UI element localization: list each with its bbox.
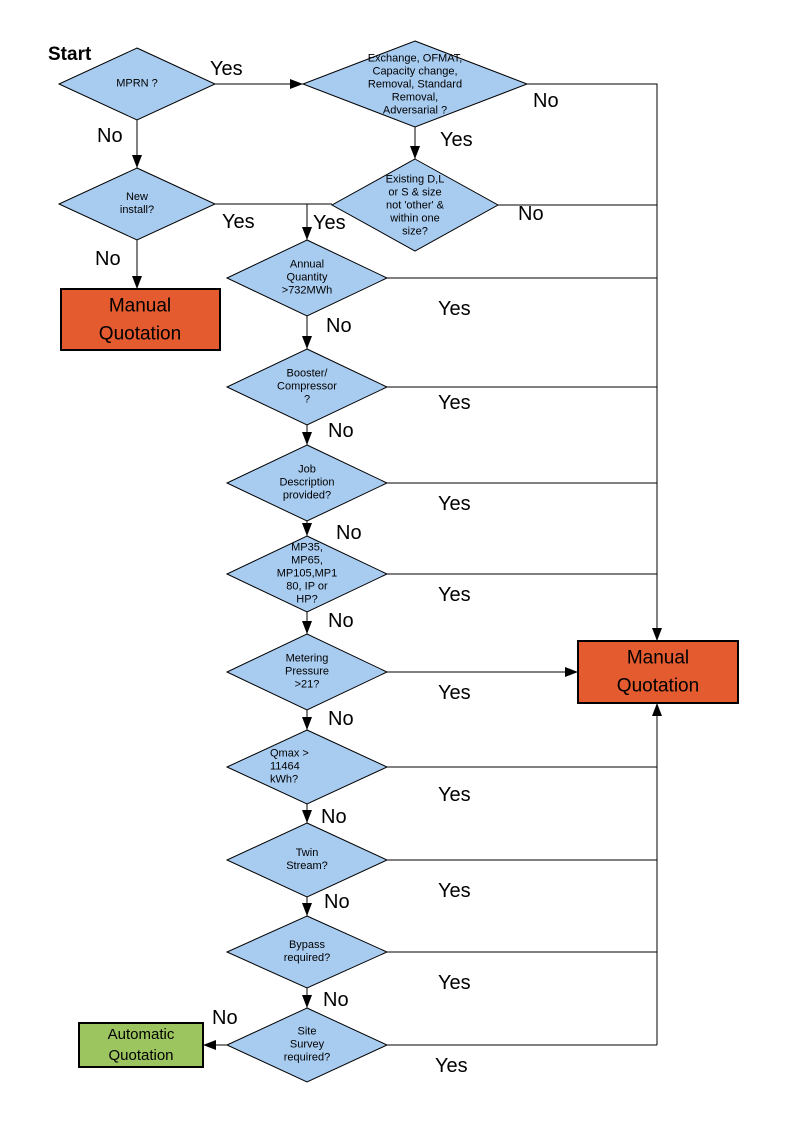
branch-yes-site-survey: Yes [435, 1055, 468, 1077]
decision-job-description-shape [225, 444, 389, 522]
decision-twin-stream-label: Twin Stream? [286, 847, 328, 872]
branch-yes-mp35: Yes [438, 584, 471, 606]
decision-booster-label: Booster/ Compressor ? [277, 367, 337, 406]
branch-no-new-install: No [95, 248, 121, 270]
branch-yes-annual: Yes [438, 298, 471, 320]
branch-yes-existing: Yes [313, 212, 346, 234]
decision-new-install-label: New install? [119, 191, 155, 216]
branch-no-site-survey: No [212, 1007, 238, 1029]
decision-booster-shape [225, 348, 389, 426]
automatic-quotation-label: Automatic Quotation [107, 1026, 175, 1064]
decision-existing-label: Existing D,L or S & size not 'other' & w… [385, 173, 445, 238]
decision-mprn-label: MPRN ? [116, 77, 158, 90]
branch-yes-job: Yes [438, 493, 471, 515]
branch-no-twin: No [324, 891, 350, 913]
decision-twin-stream-shape [225, 822, 389, 898]
branch-yes-qmax: Yes [438, 784, 471, 806]
branch-yes-new-install: Yes [222, 211, 255, 233]
branch-yes-exchange: Yes [440, 129, 473, 151]
decision-qmax-label: Qmax > 11464 kWh? [270, 747, 309, 786]
decision-annual-quantity-label: Annual Quantity >732MWh [281, 258, 333, 297]
edge-exchange-no [527, 83, 662, 641]
manual-quotation-right-shape [577, 640, 739, 704]
decision-qmax-shape [225, 729, 389, 805]
branch-no-booster: No [328, 420, 354, 442]
decision-metering-pressure-label: Metering Pressure >21? [284, 652, 330, 691]
branch-no-annual: No [326, 315, 352, 337]
decision-mprn-shape [57, 47, 217, 121]
start-label: Start [48, 44, 92, 65]
decision-mp35-label: MP35, MP65, MP105,MP1 80, IP or HP? [276, 541, 338, 606]
manual-quotation-left-label: Manual Quotation [98, 295, 182, 344]
decision-annual-quantity-shape [225, 239, 389, 317]
decision-exchange-shape [301, 40, 529, 128]
branch-yes-twin: Yes [438, 880, 471, 902]
branch-yes-bypass: Yes [438, 972, 471, 994]
branch-no-metering: No [328, 708, 354, 730]
decision-new-install-shape [57, 167, 217, 241]
branch-no-qmax: No [321, 806, 347, 828]
decision-existing-shape [330, 158, 500, 252]
branch-no-bypass: No [323, 989, 349, 1011]
manual-quotation-right-label: Manual Quotation [616, 647, 700, 696]
branch-no-exchange: No [533, 90, 559, 112]
branch-yes-booster: Yes [438, 392, 471, 414]
manual-quotation-left-shape [60, 288, 221, 351]
branch-no-existing: No [518, 203, 544, 225]
branch-no-mp35: No [328, 610, 354, 632]
branch-no-job: No [336, 522, 362, 544]
automatic-quotation-shape [78, 1022, 204, 1068]
decision-bypass-label: Bypass required? [283, 939, 331, 964]
decision-metering-pressure-shape [225, 633, 389, 711]
branch-yes-metering: Yes [438, 682, 471, 704]
decision-bypass-shape [225, 915, 389, 989]
decision-site-survey-label: Site Survey required? [283, 1025, 331, 1064]
decision-exchange-label: Exchange, OFMAT, Capacity change, Remova… [367, 52, 463, 117]
decision-job-description-label: Job Description provided? [279, 463, 335, 502]
branch-no-mprn: No [97, 125, 123, 147]
decision-mp35-shape [225, 535, 389, 613]
branch-yes-mprn: Yes [210, 58, 243, 80]
decision-site-survey-shape [225, 1007, 389, 1083]
